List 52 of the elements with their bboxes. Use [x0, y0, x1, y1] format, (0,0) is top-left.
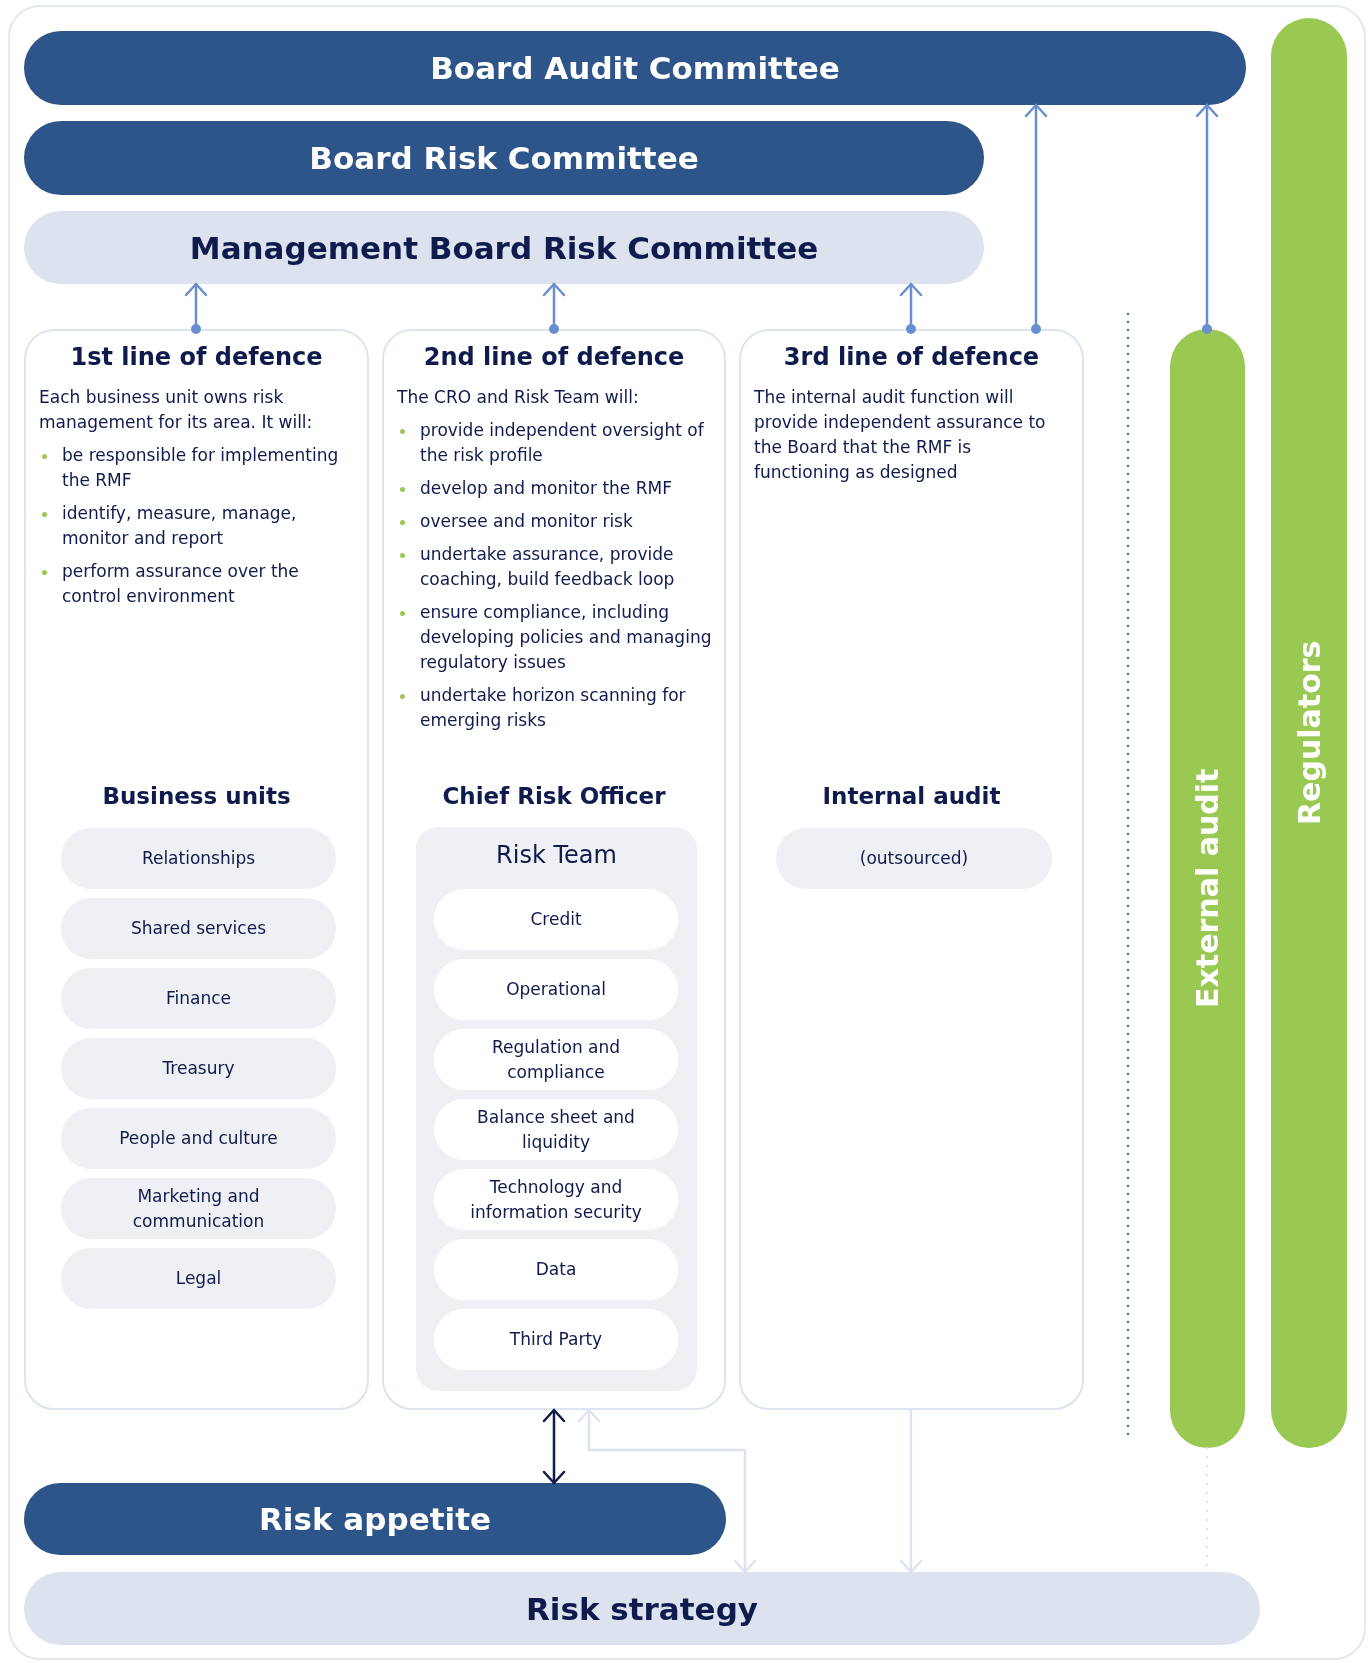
committee-banner: Management Board Risk Committee	[24, 211, 984, 284]
panel-heading: Risk Team	[495, 841, 618, 869]
bullet-item: identify, measure, manage, monitor and report	[39, 501, 357, 551]
arrow	[542, 1408, 566, 1485]
arrow	[899, 282, 923, 334]
bullet-item: undertake horizon scanning for emerging risks	[397, 683, 714, 733]
bullet-item: be responsible for implementing the RMF	[39, 443, 357, 493]
arrow	[1195, 103, 1219, 334]
arrow	[184, 282, 208, 334]
bullet-item: oversee and monitor risk	[397, 509, 714, 534]
arrow	[899, 1410, 923, 1574]
committee-banner: Board Risk Committee	[24, 121, 984, 195]
unit-pill: Shared services	[61, 898, 336, 959]
column-panel	[382, 329, 726, 1410]
committee-banner: Risk appetite	[24, 1483, 726, 1555]
team-pill: Balance sheet and liquidity	[434, 1099, 678, 1160]
intro-text: The CRO and Risk Team will:	[397, 386, 640, 409]
team-pill: Regulation and compliance	[434, 1029, 678, 1090]
bullet-item: develop and monitor the RMF	[397, 476, 714, 501]
unit-pill: Relationships	[61, 828, 336, 889]
team-pill: Data	[434, 1239, 678, 1300]
bullet-item: undertake assurance, provide coaching, build feedback loop	[397, 542, 714, 592]
unit-pill: Legal	[61, 1248, 336, 1309]
section-heading: Business units	[101, 783, 292, 809]
column-heading: 3rd line of defence	[782, 343, 1041, 371]
intro-text: Each business unit owns risk management for its area. It will:	[39, 386, 314, 434]
team-pill: Credit	[434, 889, 678, 950]
column-heading: 2nd line of defence	[422, 343, 686, 371]
section-heading: Internal audit	[821, 783, 1002, 809]
unit-pill: Marketing and communication	[61, 1178, 336, 1239]
bullet-item: provide independent oversight of the risk profile	[397, 418, 714, 468]
arrow	[577, 1408, 757, 1574]
committee-banner: Board Audit Committee	[24, 31, 1246, 105]
team-pill: Technology and information security	[434, 1169, 678, 1230]
unit-pill: People and culture	[61, 1108, 336, 1169]
unit-pill: (outsourced)	[776, 828, 1052, 889]
column-heading: 1st line of defence	[69, 343, 324, 371]
arrow	[1024, 103, 1048, 334]
bullet-item: ensure compliance, including developing policies and managing regulatory issues	[397, 600, 714, 675]
vertical-bar: Regulators	[1271, 18, 1347, 1448]
team-pill: Operational	[434, 959, 678, 1020]
team-pill: Third Party	[434, 1309, 678, 1370]
column-panel	[24, 329, 369, 1410]
unit-pill: Finance	[61, 968, 336, 1029]
bullet-item: perform assurance over the control environment	[39, 559, 357, 609]
committee-banner: Risk strategy	[24, 1572, 1260, 1645]
column-panel	[739, 329, 1084, 1410]
vertical-bar: External audit	[1170, 329, 1245, 1448]
intro-text: The internal audit function will provide independent assurance to the Board that the RMF is functioning as designed	[754, 386, 1047, 484]
unit-pill: Treasury	[61, 1038, 336, 1099]
arrow	[542, 282, 566, 334]
section-heading: Chief Risk Officer	[441, 783, 667, 809]
